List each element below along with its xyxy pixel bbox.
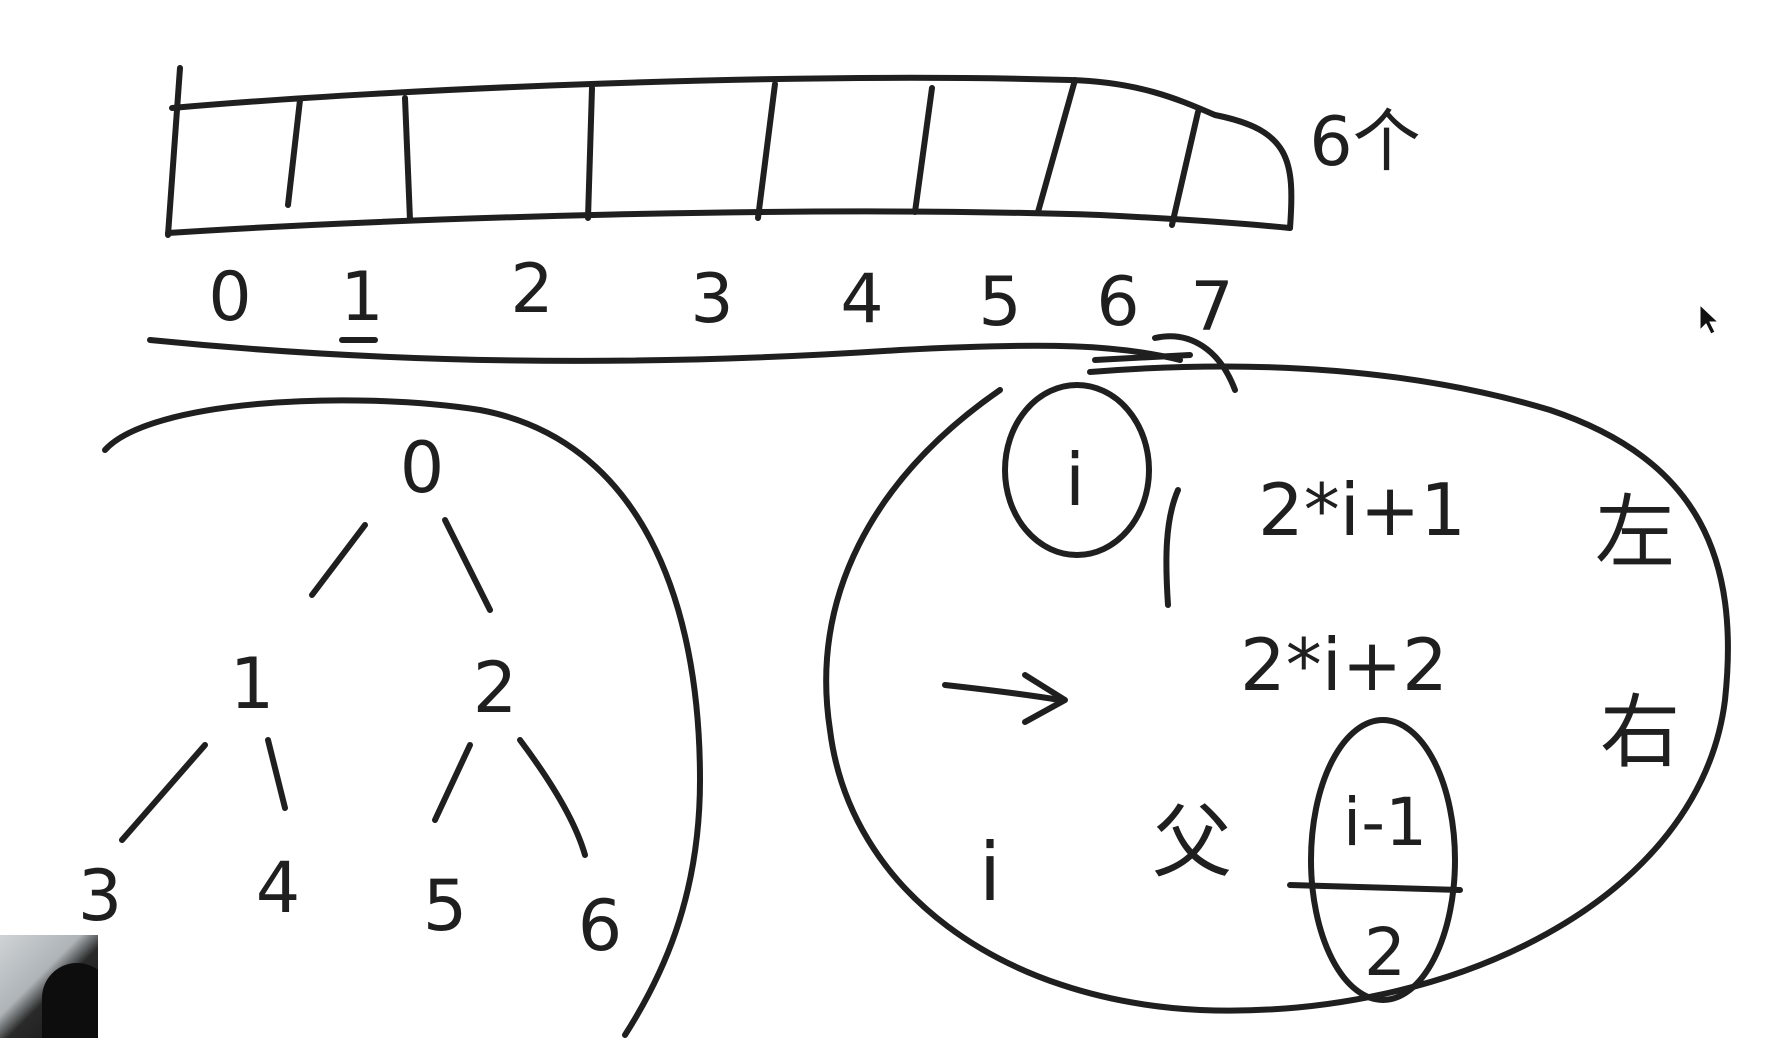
array-divider bbox=[585, 85, 595, 221]
parent-formula-denominator: 2 bbox=[1364, 914, 1406, 991]
tree-node: 4 bbox=[256, 847, 301, 929]
tree-edge bbox=[432, 742, 473, 823]
array-size-note: 6个 bbox=[1309, 103, 1420, 182]
separator-line bbox=[147, 337, 1183, 364]
array-index: 3 bbox=[690, 260, 733, 339]
tree-node: 2 bbox=[473, 647, 518, 729]
presenter-silhouette bbox=[42, 963, 98, 1038]
array-divider bbox=[912, 85, 935, 215]
array-index: 7 bbox=[1190, 268, 1233, 347]
right-child-formula: 2*i+2 bbox=[1240, 623, 1448, 707]
tree-edge bbox=[309, 522, 368, 598]
array-index: 1 bbox=[340, 258, 383, 337]
array-index: 0 bbox=[208, 258, 251, 337]
array-index: 6 bbox=[1096, 263, 1139, 342]
tree-node: 1 bbox=[230, 643, 275, 725]
tree-node: 6 bbox=[578, 885, 623, 967]
tree-enclosure bbox=[102, 397, 703, 1038]
array-divider bbox=[285, 97, 303, 208]
array-index: 2 bbox=[510, 250, 553, 329]
tree-edge bbox=[265, 737, 288, 811]
tree-node: 3 bbox=[78, 855, 123, 937]
array-top-edge bbox=[169, 74, 1295, 231]
array-index: 4 bbox=[840, 260, 883, 339]
mouse-cursor-icon bbox=[1699, 303, 1720, 335]
parent-i-label: i bbox=[979, 826, 1001, 919]
parent-label: 父 bbox=[1152, 796, 1232, 889]
index-arrow-stroke bbox=[1152, 333, 1238, 393]
right-child-label: 右 bbox=[1600, 686, 1680, 779]
arrow-head bbox=[1022, 672, 1068, 725]
tree-node: 5 bbox=[423, 865, 468, 947]
array-bottom-edge bbox=[165, 208, 1293, 236]
bracket-stroke bbox=[1163, 487, 1181, 608]
array-divider bbox=[1169, 109, 1201, 228]
array-indices: 0 1 2 3 4 5 6 7 bbox=[208, 250, 1238, 393]
array-divider bbox=[755, 81, 778, 221]
formula-enclosure bbox=[823, 363, 1731, 1014]
tree-node: 0 bbox=[400, 427, 445, 509]
arrow-shaft bbox=[942, 682, 1063, 703]
binary-tree: 0 1 2 3 4 5 6 bbox=[78, 427, 623, 967]
array-left-tick bbox=[165, 65, 183, 238]
array-divider bbox=[402, 95, 413, 223]
tree-edge bbox=[517, 737, 588, 858]
tree-edge bbox=[119, 742, 208, 843]
parent-formula-circle bbox=[1308, 717, 1458, 1003]
left-child-formula: 2*i+1 bbox=[1258, 468, 1466, 552]
array-divider bbox=[1035, 77, 1078, 215]
parent-formula-numerator: i-1 bbox=[1343, 784, 1427, 861]
formula-group: i 2*i+1 左 2*i+2 右 i 父 i-1 2 bbox=[942, 382, 1680, 1003]
array-strip bbox=[165, 65, 1295, 238]
fraction-bar bbox=[1287, 882, 1463, 893]
tree-edge bbox=[442, 517, 493, 613]
webcam-overlay bbox=[0, 935, 98, 1038]
array-index: 5 bbox=[978, 263, 1021, 342]
left-child-label: 左 bbox=[1595, 486, 1675, 579]
node-i-label: i bbox=[1065, 438, 1085, 522]
node-i-circle bbox=[1002, 382, 1152, 558]
